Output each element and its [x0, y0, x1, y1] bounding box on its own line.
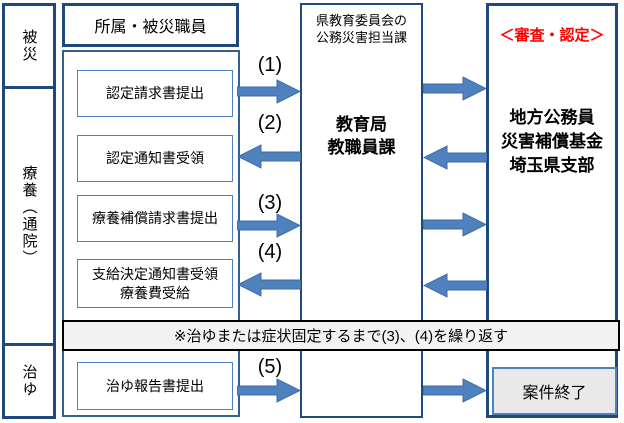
arrow-left-icon	[423, 145, 487, 170]
arrow-left-icon	[237, 144, 301, 169]
phase-label: 治ゆ	[20, 364, 38, 398]
phase-box-chiyu: 治ゆ	[2, 343, 56, 419]
phase-box-ryoyo: 療養（通院）	[2, 86, 56, 346]
arrow-right-icon	[423, 76, 487, 101]
arrow-left-icon	[423, 273, 487, 298]
arrow-left-icon	[237, 272, 301, 297]
case-end-label: 案件終了	[522, 385, 587, 402]
step-label-line1: 支給決定通知書受領	[92, 265, 218, 282]
phase-label: 被災	[20, 29, 38, 63]
education-bureau-box: 県教育委員会の 公務災害担当課 教育局 教職員課	[300, 3, 423, 418]
compensation-fund-box: ＜審査・認定＞ 地方公務員 災害補償基金 埼玉県支部	[486, 3, 618, 418]
step-box-claim-submit: 認定請求書提出	[77, 70, 233, 117]
step-number-1: (1)	[257, 54, 283, 76]
step-number-3: (3)	[257, 192, 283, 214]
step-number-4: (4)	[257, 241, 283, 263]
repeat-note-text: ※治ゆまたは症状固定するまで(3)、(4)を繰り返す	[173, 328, 509, 345]
education-name-line1: 教育局	[336, 115, 387, 134]
step-number-5: (5)	[257, 356, 283, 378]
step-number-2: (2)	[257, 112, 283, 134]
step-label: 治ゆ報告書提出	[106, 377, 204, 394]
repeat-note-banner: ※治ゆまたは症状固定するまで(3)、(4)を繰り返す	[62, 320, 620, 351]
case-end-box: 案件終了	[492, 367, 617, 415]
review-certification-label: ＜審査・認定＞	[499, 27, 605, 44]
step-label: 認定請求書提出	[106, 85, 204, 101]
arrow-right-icon	[237, 79, 301, 104]
employee-header-box: 所属・被災職員	[62, 3, 239, 47]
arrow-right-icon	[237, 213, 301, 238]
education-name: 教育局 教職員課	[302, 113, 421, 159]
phase-label: 療養（通院）	[20, 165, 38, 267]
education-header-line1: 県教育委員会の	[315, 13, 407, 28]
education-header-line2: 公務災害担当課	[315, 30, 407, 45]
fund-name: 地方公務員 災害補償基金 埼玉県支部	[489, 106, 615, 178]
fund-name-line3: 埼玉県支部	[509, 156, 595, 175]
education-name-line2: 教職員課	[327, 138, 396, 157]
step-label: 療養補償請求書提出	[92, 210, 218, 226]
step-box-notice-receive: 認定通知書受領	[77, 135, 233, 182]
step-label-line2: 療養費受給	[120, 284, 190, 301]
step-label: 認定通知書受領	[106, 150, 204, 166]
step-box-payment-notice: 支給決定通知書受領 療養費受給	[77, 259, 233, 308]
education-header: 県教育委員会の 公務災害担当課	[302, 12, 421, 46]
arrow-right-icon	[423, 378, 487, 403]
fund-name-line1: 地方公務員	[509, 108, 595, 127]
phase-box-hisai: 被災	[2, 3, 56, 89]
employee-header-label: 所属・被災職員	[94, 19, 207, 36]
step-box-medical-claim: 療養補償請求書提出	[77, 195, 233, 242]
step-box-recovery-report: 治ゆ報告書提出	[77, 362, 233, 410]
arrow-right-icon	[237, 378, 301, 403]
fund-name-line2: 災害補償基金	[501, 132, 603, 151]
arrow-right-icon	[423, 212, 487, 237]
